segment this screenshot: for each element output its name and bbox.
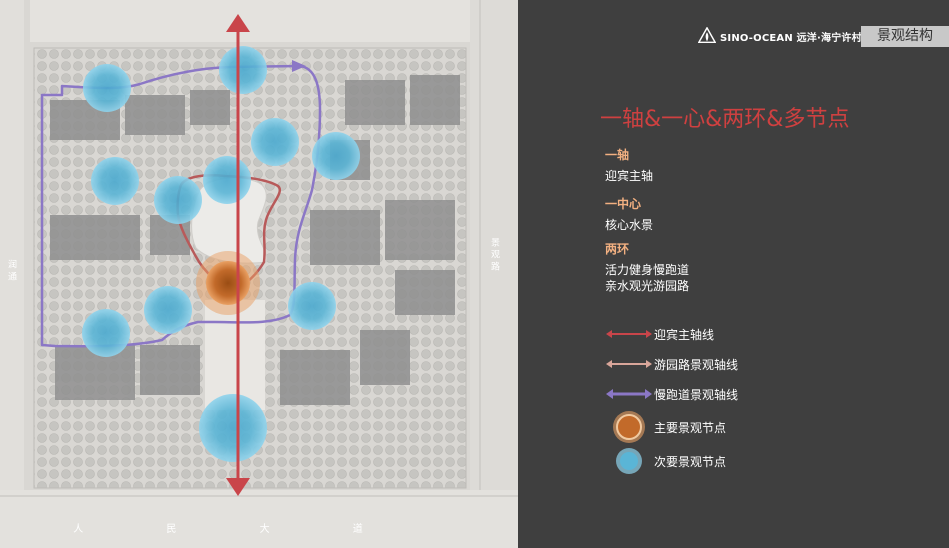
building: [280, 350, 350, 405]
secondary-node: [203, 156, 251, 204]
group-title: 两环: [605, 242, 630, 256]
road-label-right: 景 观 路: [489, 238, 500, 272]
headline: 一轴&一心&两环&多节点: [600, 107, 850, 132]
double-arrow-icon: [606, 330, 652, 338]
main-axis-arrow-bottom: [226, 478, 250, 496]
buildings: [50, 75, 460, 405]
group-line: 活力健身慢跑道: [605, 263, 690, 277]
group-center: 一中心 核心水景: [605, 195, 653, 233]
legend-item-main-axis: 迎宾主轴线: [604, 320, 804, 348]
group-line: 亲水观光游园路: [605, 279, 690, 293]
building: [395, 270, 455, 315]
sino-ocean-logo-icon: [698, 27, 716, 44]
legend-item-tour-path: 游园路景观轴线: [604, 350, 804, 378]
double-arrow-icon: [606, 389, 652, 399]
group-title: 一轴: [605, 148, 630, 162]
secondary-node: [251, 118, 299, 166]
run-path-loop: [40, 64, 322, 348]
secondary-node: [312, 132, 360, 180]
building: [410, 75, 460, 125]
secondary-node: [91, 157, 139, 205]
group-axis: 一轴 迎宾主轴: [605, 146, 653, 184]
group-line: 迎宾主轴: [605, 169, 654, 183]
secondary-node: [83, 64, 131, 112]
legend-label: 次要景观节点: [654, 454, 727, 469]
building: [310, 210, 380, 265]
secondary-node: [82, 309, 130, 357]
bottom-road: [0, 490, 518, 548]
legend-label: 游园路景观轴线: [654, 357, 739, 372]
legend-label: 慢跑道景观轴线: [654, 387, 739, 402]
water-feature: [191, 177, 268, 264]
road-label-left: 润 通: [6, 258, 17, 281]
secondary-node: [154, 176, 202, 224]
legend-label: 迎宾主轴线: [654, 327, 715, 342]
south-plaza: [205, 300, 265, 410]
building: [360, 330, 410, 385]
brand-text: SINO-OCEAN 远洋·海宁许村: [720, 32, 862, 44]
top-lot: [30, 0, 500, 42]
group-rings: 两环 活力健身慢跑道 亲水观光游园路: [605, 240, 689, 294]
building: [345, 80, 405, 125]
secondary-node: [144, 286, 192, 334]
building: [140, 345, 200, 395]
brand-header: SINO-OCEAN 远洋·海宁许村: [698, 26, 887, 46]
primary-node-icon: [613, 411, 645, 443]
secondary-node-icon: [616, 448, 642, 474]
building: [125, 95, 185, 135]
double-arrow-icon: [606, 360, 652, 368]
secondary-node: [288, 282, 336, 330]
group-title: 一中心: [605, 197, 642, 211]
building: [385, 200, 455, 260]
legend-label: 主要景观节点: [654, 420, 727, 435]
section-title-tab: 景观结构: [861, 26, 949, 47]
main-axis-arrow-top: [226, 14, 250, 32]
building: [50, 215, 140, 260]
secondary-node: [219, 46, 267, 94]
left-street: [0, 0, 24, 548]
group-line: 核心水景: [605, 218, 654, 232]
secondary-node-large: [199, 394, 267, 462]
legend-item-secondary-node: 次要景观节点: [604, 444, 804, 478]
building: [190, 90, 230, 125]
info-panel: SINO-OCEAN 远洋·海宁许村 景观结构 一轴&一心&两环&多节点 一轴 …: [518, 0, 949, 548]
run-path-arrowhead: [292, 60, 306, 72]
primary-node: [206, 261, 250, 305]
legend-item-primary-node: 主要景观节点: [604, 410, 804, 444]
right-street: [470, 0, 518, 548]
site-plan-map: 人 民 大 道 景 观 路 润 通: [0, 0, 518, 548]
legend-item-run-path: 慢跑道景观轴线: [604, 380, 804, 408]
road-label-bottom: 人 民 大 道: [73, 522, 403, 535]
